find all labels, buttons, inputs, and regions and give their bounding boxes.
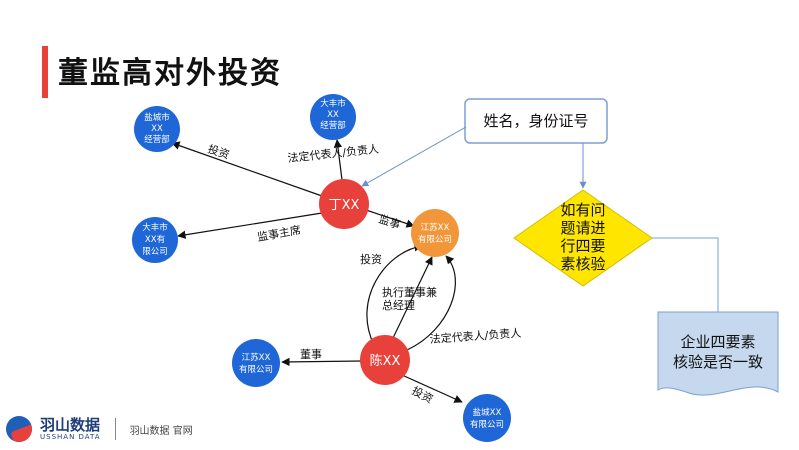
callout-pointer bbox=[361, 126, 467, 187]
node-dafeng-youxian: 大丰市 XX有 限公司 bbox=[132, 217, 178, 263]
node-jiangsu-orange: 江苏XX 有限公司 bbox=[411, 209, 459, 257]
edge-label-general-manager: 总经理 bbox=[382, 298, 415, 312]
edge-label-invest-1: 投资 bbox=[206, 142, 231, 162]
edge-label-legal-1: 法定代表人/负责人 bbox=[287, 141, 380, 165]
footer-divider bbox=[114, 418, 116, 440]
svg-text:经营部: 经营部 bbox=[144, 134, 170, 145]
footer-brand: 羽山数据 USSHAN DATA 羽山数据 官网 bbox=[6, 412, 193, 446]
node-yancheng-jingyingbu: 盐城市 XX 经营部 bbox=[134, 106, 180, 152]
edge-ding-jiangsu bbox=[365, 209, 415, 228]
edge-label-legal-2: 法定代表人/负责人 bbox=[429, 326, 521, 346]
svg-text:姓名，身份证号: 姓名，身份证号 bbox=[483, 112, 588, 130]
svg-text:XX: XX bbox=[327, 110, 339, 120]
edge-ding-dafeng-yx bbox=[177, 212, 323, 239]
node-dafeng-jingyingbu: 大丰市 XX 经营部 bbox=[310, 94, 356, 140]
svg-text:行四要: 行四要 bbox=[560, 237, 605, 255]
edge-ding-dafeng-jy bbox=[333, 139, 343, 181]
svg-text:XX: XX bbox=[151, 124, 163, 134]
svg-text:江苏XX: 江苏XX bbox=[242, 352, 271, 363]
svg-text:有限公司: 有限公司 bbox=[239, 364, 273, 375]
svg-text:有限公司: 有限公司 bbox=[418, 234, 452, 245]
edge-label-invest-3: 投资 bbox=[410, 383, 436, 406]
decision-diamond: 如有问 题请进 行四要 素核验 bbox=[513, 189, 653, 287]
brand-wordmark: 羽山数据 USSHAN DATA bbox=[40, 417, 101, 441]
svg-text:XX有: XX有 bbox=[145, 234, 165, 245]
svg-text:盐城市: 盐城市 bbox=[144, 112, 170, 123]
edge-chen-jiangsu-exec bbox=[392, 256, 433, 339]
edge-chen-jiangsu-legal bbox=[406, 255, 456, 351]
svg-text:江苏XX: 江苏XX bbox=[421, 222, 450, 233]
edge-label-invest-2: 投资 bbox=[360, 252, 382, 266]
edge-label-exec-director: 执行董事兼 bbox=[382, 285, 437, 299]
edge-ding-yancheng bbox=[171, 141, 323, 197]
edge-chen-jiangsu-blue bbox=[281, 357, 363, 367]
edge-label-supervisor: 监事 bbox=[377, 212, 402, 231]
node-person-ding: 丁XX bbox=[319, 179, 369, 229]
node-jiangsu-blue: 江苏XX 有限公司 bbox=[232, 339, 280, 387]
brand-name-en: USSHAN DATA bbox=[40, 433, 101, 441]
decision-to-document-connector bbox=[652, 237, 719, 312]
svg-text:盐城XX: 盐城XX bbox=[473, 407, 502, 418]
title-accent-bar bbox=[42, 46, 48, 98]
svg-text:大丰市: 大丰市 bbox=[320, 98, 346, 109]
svg-text:经营部: 经营部 bbox=[320, 120, 346, 131]
svg-text:大丰市: 大丰市 bbox=[142, 222, 168, 233]
svg-text:有限公司: 有限公司 bbox=[470, 419, 504, 430]
svg-text:限公司: 限公司 bbox=[142, 247, 168, 257]
edge-label-supervisor-chair: 监事主席 bbox=[256, 223, 302, 244]
footer-tagline: 羽山数据 官网 bbox=[129, 425, 193, 437]
page-title: 董监高对外投资 bbox=[58, 56, 282, 91]
svg-text:核验是否一致: 核验是否一致 bbox=[673, 353, 763, 371]
svg-text:题请进: 题请进 bbox=[560, 219, 605, 237]
edge-chen-jiangsu-invest bbox=[366, 243, 423, 346]
node-person-chen: 陈XX bbox=[360, 335, 410, 385]
brand-logo-icon bbox=[6, 416, 32, 442]
svg-text:陈XX: 陈XX bbox=[370, 353, 401, 369]
edge-label-director: 董事 bbox=[300, 348, 322, 361]
svg-text:企业四要素: 企业四要素 bbox=[680, 333, 755, 351]
edge-chen-yancheng2 bbox=[401, 374, 463, 403]
svg-text:丁XX: 丁XX bbox=[329, 198, 360, 213]
brand-name: 羽山数据 bbox=[40, 416, 101, 434]
document-shape: 企业四要素 核验是否一致 bbox=[657, 311, 779, 396]
svg-text:素核验: 素核验 bbox=[560, 255, 605, 273]
svg-text:如有问: 如有问 bbox=[560, 201, 605, 219]
node-yancheng-youxian: 盐城XX 有限公司 bbox=[463, 394, 511, 442]
callout-identity-box: 姓名，身份证号 bbox=[464, 98, 608, 144]
